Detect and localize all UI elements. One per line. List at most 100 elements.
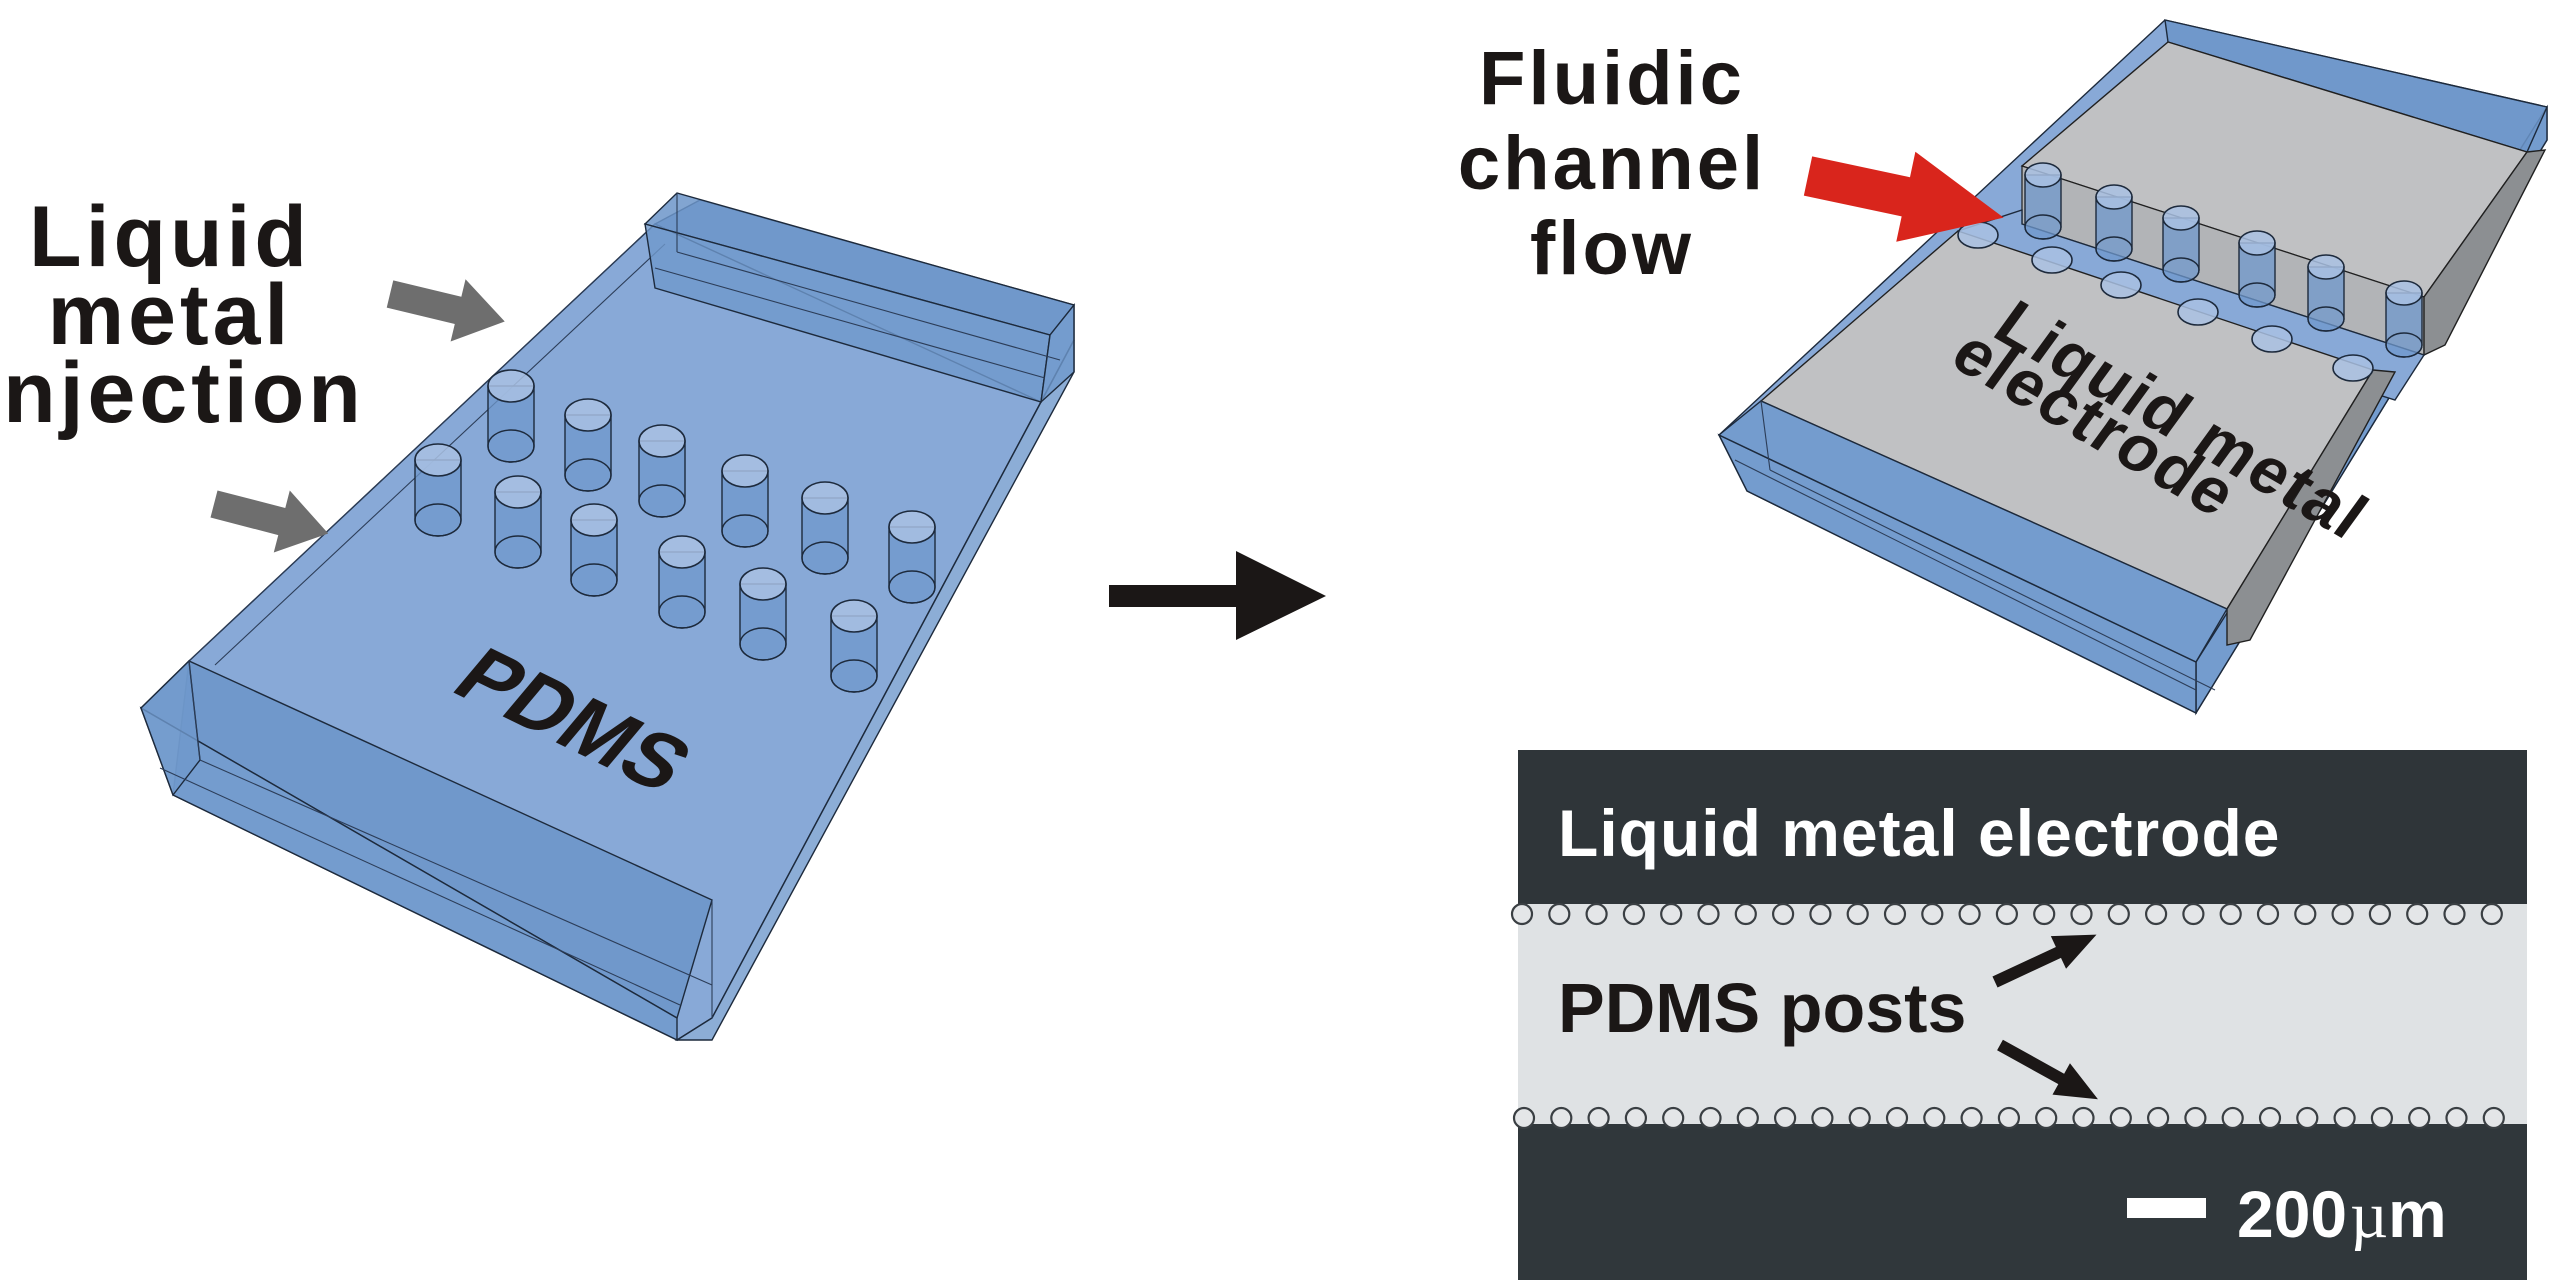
posts-pointer-arrow-down-icon <box>1997 1039 2098 1100</box>
pdms-post <box>638 424 686 518</box>
micrograph-post-bottom <box>2445 1106 2468 1130</box>
post-top <box>721 454 769 488</box>
micrograph-post-bottom <box>1587 1106 1610 1130</box>
post-top <box>414 443 462 477</box>
micrograph-electrode-label: Liquid metal electrode <box>1558 796 2280 870</box>
right-arrow-icon <box>1109 551 1326 640</box>
injection-label: Liquid metal injection <box>0 189 365 441</box>
micrograph-post-top <box>2145 902 2168 926</box>
post-top <box>2095 184 2133 210</box>
micrograph-post-bottom <box>1624 1106 1648 1130</box>
post-top <box>2307 254 2345 280</box>
pdms-post-stub <box>2100 271 2142 299</box>
post-base <box>487 429 535 463</box>
flow-label: Fluidic channel flow <box>1458 36 1766 291</box>
pdms-posts-group <box>414 369 936 693</box>
pdms-post <box>494 475 542 569</box>
pdms-post-stub <box>2332 354 2374 382</box>
micrograph-post-top <box>1585 902 1608 926</box>
posts-pointer-arrow-up-icon <box>1992 934 2097 988</box>
pdms-post <box>2385 280 2423 358</box>
micrograph-post-top <box>2070 902 2093 926</box>
post-top <box>2385 280 2423 306</box>
micrograph-post-top <box>2256 902 2280 926</box>
post-base <box>414 503 462 537</box>
injection-label-line-2: metal <box>48 267 293 363</box>
electrode-region-top <box>1518 750 2527 910</box>
injection-arrows <box>210 279 505 553</box>
post-base <box>2238 282 2276 308</box>
post-base <box>2385 332 2423 358</box>
pdms-post <box>888 510 936 604</box>
micrograph-post-top <box>2294 902 2317 926</box>
micrograph-post-top <box>2182 902 2205 926</box>
micrograph-post-top <box>1846 902 1869 926</box>
pdms-post <box>2238 230 2276 308</box>
micrograph-post-bottom <box>2072 1106 2095 1130</box>
electrode-region-bottom <box>1518 1120 2527 1280</box>
post-base <box>570 563 618 597</box>
post-base <box>564 458 612 492</box>
post-base <box>2307 306 2345 332</box>
post-top <box>2238 230 2276 256</box>
pdms-post <box>830 599 878 693</box>
micrograph-post-top <box>2219 902 2242 926</box>
post-top <box>564 398 612 432</box>
flow-label-line-1: Fluidic <box>1479 36 1745 121</box>
post-base <box>2024 214 2062 240</box>
micrograph-post-bottom <box>1773 1106 1797 1130</box>
micrograph-post-bottom <box>2109 1106 2132 1130</box>
pdms-post <box>2307 254 2345 332</box>
post-base <box>830 659 878 693</box>
micrograph-panel: Liquid metal electrode PDMS posts 200 µ … <box>1510 750 2527 1280</box>
pdms-post <box>2162 205 2200 283</box>
back-electrode-side <box>2423 149 2547 357</box>
micrograph-post-bottom <box>1811 1106 1834 1130</box>
post-top <box>638 424 686 458</box>
injection-arrow-icon <box>386 279 505 342</box>
micrograph-post-top <box>1548 902 1571 926</box>
post-top <box>2162 205 2200 231</box>
post-base <box>721 514 769 548</box>
micrograph-post-top <box>2480 902 2503 926</box>
micrograph-post-top <box>1697 902 1720 926</box>
pdms-post <box>564 398 612 492</box>
injection-label-line-3: injection <box>0 345 365 441</box>
micrograph-post-top <box>1995 902 2019 926</box>
pdms-post <box>2024 162 2062 240</box>
channel-region <box>1518 904 2527 1124</box>
micrograph-post-bottom <box>2258 1106 2282 1130</box>
micrograph-post-bottom <box>2296 1106 2319 1130</box>
micrograph-post-bottom <box>1997 1106 2021 1130</box>
micrograph-post-top <box>1809 902 1832 926</box>
micrograph-post-bottom <box>2408 1106 2431 1130</box>
micrograph-post-top <box>2443 902 2466 926</box>
micrograph-post-top <box>2406 902 2429 926</box>
micrograph-post-bottom <box>2147 1106 2170 1130</box>
pdms-post-stub <box>2251 325 2293 353</box>
micrograph-post-top <box>1883 902 1907 926</box>
micrograph-post-top <box>1622 902 1646 926</box>
pdms-post <box>414 443 462 537</box>
micrograph-post-bottom <box>2035 1106 2058 1130</box>
micrograph-post-top <box>2368 902 2391 926</box>
post-base <box>638 484 686 518</box>
pdms-device-schematic: PDMS <box>139 192 1076 1042</box>
micrograph-post-bottom <box>2333 1106 2356 1130</box>
post-top <box>739 567 787 601</box>
micrograph-post-top <box>2107 902 2130 926</box>
post-top <box>830 599 878 633</box>
pdms-post <box>570 503 618 597</box>
micrograph-post-top <box>1660 902 1683 926</box>
flow-label-line-2: channel <box>1458 121 1766 206</box>
pdms-post <box>721 454 769 548</box>
post-top <box>494 475 542 509</box>
post-base <box>739 627 787 661</box>
post-top <box>2024 162 2062 188</box>
micrograph-post-top <box>2331 902 2354 926</box>
post-top <box>658 535 706 569</box>
upper-posts-group <box>2024 162 2423 358</box>
micrograph-post-top <box>1921 902 1944 926</box>
post-base <box>801 541 849 575</box>
